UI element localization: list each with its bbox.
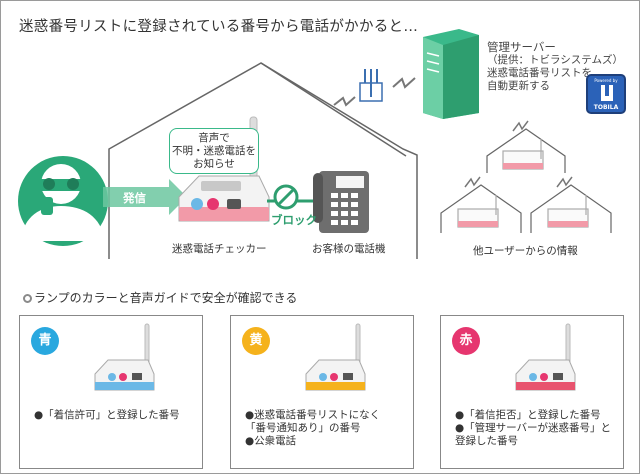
small-house-left [440,184,522,233]
section-title-text: ランプのカラーと音声ガイドで安全が確認できる [34,291,298,305]
bubble-line1: 音声で [198,132,230,144]
lamp-badge: 青 [31,327,59,355]
lamp-badge: 黄 [242,327,270,355]
lamp-badge: 赤 [452,327,480,355]
call-arrow [103,179,187,215]
server-icon [423,29,479,119]
small-house-top [486,128,566,173]
bubble-line2: 不明・迷惑電話を [172,145,256,157]
card-line: ●迷惑電話番号リストになく [245,409,381,421]
signal-zigzag-icon [392,77,416,89]
checker-device-illustration [178,116,270,222]
telephone-illustration [313,171,369,233]
caller-person-icon [18,156,108,246]
call-label: 発信 [123,191,146,205]
section-title: ランプのカラーと音声ガイドで安全が確認できる [23,289,297,306]
server-title: 管理サーバー [487,40,556,54]
checker-device-icon [94,323,155,391]
signal-zigzag-icon [333,96,356,107]
main-house-outline [108,62,418,259]
card-line: ●公衆電話 [245,435,297,447]
lamp-card-blue: 青 ●「着信許可」と登録した番号 [19,315,203,469]
card-line: ●「着信拒否」と登録した番号 [455,409,601,421]
card-line: 「番号通知あり」の番号 [245,422,361,434]
card-text: ●迷惑電話番号リストになく 「番号通知あり」の番号 ●公衆電話 [245,409,380,448]
server-desc-line2: 自動更新する [487,80,550,92]
tobila-logo: Powered by TOBILA [586,74,626,114]
checker-device-icon [515,323,576,391]
lamp-card-red: 赤 ●「着信拒否」と登録した番号 ●「管理サーバーが迷惑番号」と 登録した番号 [440,315,624,469]
diagram-title: 迷惑番号リストに登録されている番号から電話がかかると… [19,19,419,35]
small-house-right [530,184,612,233]
logo-text: TOBILA [593,104,619,111]
block-symbol [267,184,319,210]
other-users-label: 他ユーザーからの情報 [473,245,578,257]
card-text: ●「着信拒否」と登録した番号 ●「管理サーバーが迷惑番号」と 登録した番号 [455,409,611,448]
card-line: ●「着信許可」と登録した番号 [34,409,180,421]
checker-label: 迷惑電話チェッカー [172,243,267,255]
card-line: ●「管理サーバーが迷惑番号」と [455,422,612,434]
signal-zigzag-icon [512,120,529,132]
card-line: 登録した番号 [455,435,518,447]
logo-caption: Powered by [594,78,618,83]
checker-device-icon [305,323,366,391]
server-provider: （提供：トビラシステムズ） [487,54,623,66]
main-house-roof-right [260,62,407,157]
card-text: ●「着信許可」と登録した番号 [34,409,180,422]
signal-zigzag-icon [556,176,573,188]
bubble-line3: お知らせ [193,158,235,170]
ring-bullet-icon [23,294,32,303]
signal-zigzag-icon [464,176,481,188]
server-desc-line1: 迷惑電話番号リストを [487,67,592,79]
phone-label: お客様の電話機 [312,243,386,255]
lamp-card-yellow: 黄 ●迷惑電話番号リストになく 「番号通知あり」の番号 ●公衆電話 [230,315,414,469]
server-description: 管理サーバー （提供：トビラシステムズ） 迷惑電話番号リストを 自動更新する [487,41,623,93]
block-label: ブロック [271,213,317,227]
antenna-icon [359,69,383,102]
voice-bubble: 音声で 不明・迷惑電話を お知らせ [169,128,259,174]
tobila-mark-icon [601,85,613,101]
